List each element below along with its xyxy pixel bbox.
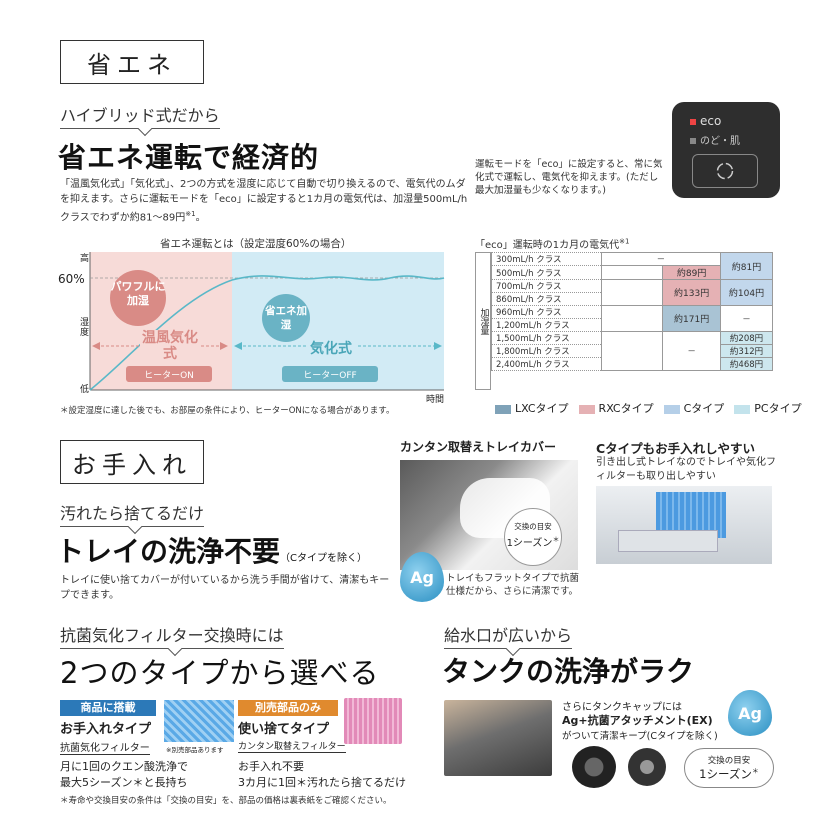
tank-kicker: 給水口が広いから <box>444 622 573 657</box>
eco-bubble-text: 省エネ加湿 <box>265 305 307 331</box>
filter-type1-photo <box>164 700 234 742</box>
filter-type2-sub: カンタン取替えフィルター <box>238 739 346 753</box>
eco-control-panel: eco のど・肌 <box>672 102 780 198</box>
tank-text3: がついて清潔キープ(Cタイプを除く) <box>562 731 718 742</box>
left-arrow-head-r <box>220 342 228 350</box>
humidity-curve <box>89 275 445 391</box>
table-row-label: 1,800mL/h クラス <box>491 344 602 358</box>
eco-section-title: 省エネ <box>60 40 204 84</box>
care-kicker: 汚れたら捨てるだけ <box>60 500 205 535</box>
electricity-table: 300mL/h クラス － 約81円 500mL/h クラス 約89円 700m… <box>491 252 773 371</box>
eco-body: 「温風気化式」「気化式」、2つの方式を湿度に応じて自動で切り換えるので、電気代の… <box>60 179 468 224</box>
table-row-label: 960mL/h クラス <box>491 305 602 319</box>
filter-type1-tiny: ※別売部品あります <box>166 746 224 754</box>
tank-headline: タンクの洗浄がラク <box>442 655 695 688</box>
tray-text: トレイもフラットタイプで抗菌仕様だから、さらに清潔です。 <box>446 573 580 597</box>
eco-bubble <box>262 294 310 342</box>
cap-ring <box>572 746 616 788</box>
legend-lxc: LXCタイプ <box>495 400 569 416</box>
tag-option: 別売部品のみ <box>238 700 338 716</box>
tank-badge: 交換の目安 1シーズン＊ <box>684 748 774 788</box>
tray-title: カンタン取替えトレイカバー <box>400 440 557 454</box>
legend-pc: PCタイプ <box>734 400 802 416</box>
y-tick-60: 60% <box>58 272 85 286</box>
right-arrow-head-r <box>434 342 442 350</box>
tray-photo: 交換の目安 1シーズン＊ <box>400 460 578 570</box>
tray-badge: 交換の目安 1シーズン＊ <box>504 508 562 566</box>
tank-photo <box>444 700 552 776</box>
cycle-icon <box>716 162 734 180</box>
warm-mode-label: 温風気化式 <box>140 330 200 362</box>
filter-type2-text1: お手入れ不要 <box>238 760 304 773</box>
ctype-title: Cタイプもお手入れしやすい <box>596 441 756 456</box>
ag-drop-icon-2: Ag <box>728 690 772 736</box>
table-row-label: 500mL/h クラス <box>491 265 602 280</box>
filter-kicker: 抗菌気化フィルター交換時には <box>60 622 284 657</box>
mode-button[interactable] <box>692 154 758 188</box>
eco-led-icon <box>690 118 696 125</box>
heater-off-text: ヒーターOFF <box>303 371 357 381</box>
legend-c: Cタイプ <box>663 400 724 416</box>
care-headline: トレイの洗浄不要（Cタイプを除く） <box>56 535 367 568</box>
y-tick-high: 高 <box>80 254 90 264</box>
filter-type1-name: お手入れタイプ <box>60 722 152 737</box>
humidity-chart <box>89 252 445 391</box>
y-tick-low: 低 <box>80 385 90 395</box>
filter-type1-text1: 月に1回のクエン酸洗浄で <box>60 760 188 773</box>
cap-attachment <box>628 748 666 786</box>
heater-off-pill <box>282 366 378 382</box>
ctype-photo <box>596 486 772 564</box>
filter-type1-sub: 抗菌気化フィルター <box>60 739 150 755</box>
table-row-label: 700mL/h クラス <box>491 279 602 293</box>
vapor-mode-label: 気化式 <box>306 338 356 358</box>
nodo-mode-label: のど・肌 <box>700 136 740 147</box>
powerful-bubble <box>110 270 166 326</box>
eco-panel-text: 運転モードを「eco」に設定すると、常に気化式で運転し、電気代を抑えます。(ただ… <box>475 159 663 196</box>
tank-text1: さらにタンクキャップには <box>562 702 682 713</box>
ctype-text: 引き出し式トレイなのでトレイや気化フィルターも取り出しやすい <box>596 457 776 482</box>
chart-note: ＊設定湿度に達した後でも、お部屋の条件により、ヒーターONになる場合があります。 <box>60 406 395 416</box>
table-title: 「eco」運転時の1カ月の電気代※1 <box>475 237 630 251</box>
table-row-label: 860mL/h クラス <box>491 292 602 306</box>
table-side-label: 加湿量 <box>475 252 491 390</box>
filter-note: ＊寿命や交換目安の条件は「交換の目安」を、部品の価格は裏表紙をご確認ください。 <box>60 796 392 806</box>
filter-type1-text2: 最大5シーズン＊と長持ち <box>60 776 188 789</box>
heater-on-pill <box>126 366 212 382</box>
eco-mode-label: eco <box>700 114 722 128</box>
filter-type2-photo <box>344 698 402 744</box>
eco-kicker: ハイブリッド式だから <box>60 102 220 137</box>
right-arrow-head-l <box>234 342 242 350</box>
filter-headline: 2つのタイプから選べる <box>60 656 380 690</box>
care-body: トレイに使い捨てカバーが付いているから洗う手間が省けて、清潔もキープできます。 <box>60 575 390 601</box>
y-axis-label: 湿度 <box>80 318 90 338</box>
ag-drop-icon: Ag <box>400 552 444 602</box>
drawer-tray <box>618 530 718 552</box>
powerful-bubble-text: パワフルに加湿 <box>110 280 166 307</box>
x-axis-label: 時間 <box>426 395 445 405</box>
filter-type2-text2: 3カ月に1回＊汚れたら捨てるだけ <box>238 776 406 789</box>
table-row-label: 1,500mL/h クラス <box>491 331 602 345</box>
legend-rxc: RXCタイプ <box>578 400 654 416</box>
table-row-label: 2,400mL/h クラス <box>491 357 602 371</box>
eco-headline: 省エネ運転で経済的 <box>58 141 320 174</box>
tank-cap-photo <box>566 744 676 790</box>
nodo-led-icon <box>690 138 696 144</box>
tag-standard: 商品に搭載 <box>60 700 156 716</box>
tank-text2: Ag+抗菌アタッチメント(EX) <box>562 714 713 727</box>
chart-title: 省エネ運転とは（設定湿度60%の場合） <box>160 238 352 250</box>
care-section-title: お手入れ <box>60 440 204 484</box>
heater-on-text: ヒーターON <box>144 371 194 381</box>
left-arrow-head-l <box>92 342 100 350</box>
table-row-label: 300mL/h クラス <box>491 252 602 266</box>
table-legend: LXCタイプ RXCタイプ Cタイプ PCタイプ <box>495 400 802 416</box>
table-row-label: 1,200mL/h クラス <box>491 318 602 332</box>
filter-type2-name: 使い捨てタイプ <box>238 722 330 737</box>
